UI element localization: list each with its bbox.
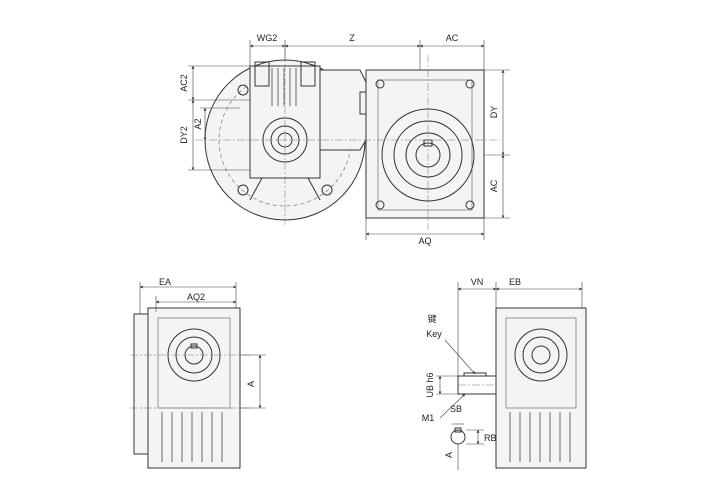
flange-bolt-hole <box>321 184 333 196</box>
housing-boss <box>300 61 316 87</box>
label-ea: EA <box>159 277 171 287</box>
side-cooling-fins <box>161 412 223 462</box>
bolt-hole <box>465 79 475 89</box>
bolt-hole <box>375 200 385 210</box>
shaft-side-cooling-fins <box>509 412 571 462</box>
side-view-left <box>130 307 250 469</box>
shaft-side-bore-core <box>531 345 551 365</box>
label-wg2: WG2 <box>257 33 278 43</box>
label-vn: VN <box>471 277 484 287</box>
label-aq2: AQ2 <box>187 292 205 302</box>
label-z: Z <box>349 33 355 43</box>
secondary-housing <box>365 69 485 219</box>
label-ac-top: AC <box>446 33 459 43</box>
label-eb: EB <box>509 277 521 287</box>
cooling-fins <box>271 68 297 106</box>
flange-bolt-hole <box>237 84 249 96</box>
label-ac2: AC2 <box>179 74 189 92</box>
flange-bolt-hole <box>237 184 249 196</box>
label-key-cn: 键 <box>427 313 436 324</box>
shaft-side-bore <box>514 328 568 382</box>
bolt-hole <box>375 79 385 89</box>
coupling-adapter <box>319 69 367 151</box>
bolt-hole <box>465 200 475 210</box>
side-view-right <box>450 307 587 469</box>
housing-boss <box>254 61 270 87</box>
label-ac-right: AC <box>489 179 499 192</box>
label-a-left: A <box>246 381 256 387</box>
label-ubh6: UB h6 <box>425 372 435 397</box>
label-key-en: Key <box>426 329 442 339</box>
label-dy: DY <box>489 106 499 119</box>
side-flange-plate <box>133 313 149 455</box>
top-view-assembly <box>195 50 500 230</box>
label-dy2: DY2 <box>179 126 189 144</box>
top-view-dimensions <box>188 40 510 240</box>
label-m1: M1 <box>422 413 435 423</box>
side-keyway <box>190 343 198 349</box>
shaft-side-bore-ring <box>522 336 560 374</box>
side-view-dimensions <box>139 282 266 409</box>
shaft-view-dimensions <box>436 282 583 470</box>
side-housing <box>147 307 241 469</box>
shaft-side-housing <box>495 307 587 469</box>
label-a-right: A <box>444 452 454 458</box>
primary-bore-core <box>277 132 293 148</box>
label-a2: A2 <box>193 118 203 129</box>
label-sb: SB <box>450 404 462 414</box>
label-aq: AQ <box>418 236 431 246</box>
mount-foot-line <box>307 177 321 201</box>
mount-foot-line <box>249 177 263 201</box>
shaft-end-key <box>454 427 462 433</box>
shaft-key <box>463 372 487 377</box>
label-rb: RB <box>484 433 497 443</box>
